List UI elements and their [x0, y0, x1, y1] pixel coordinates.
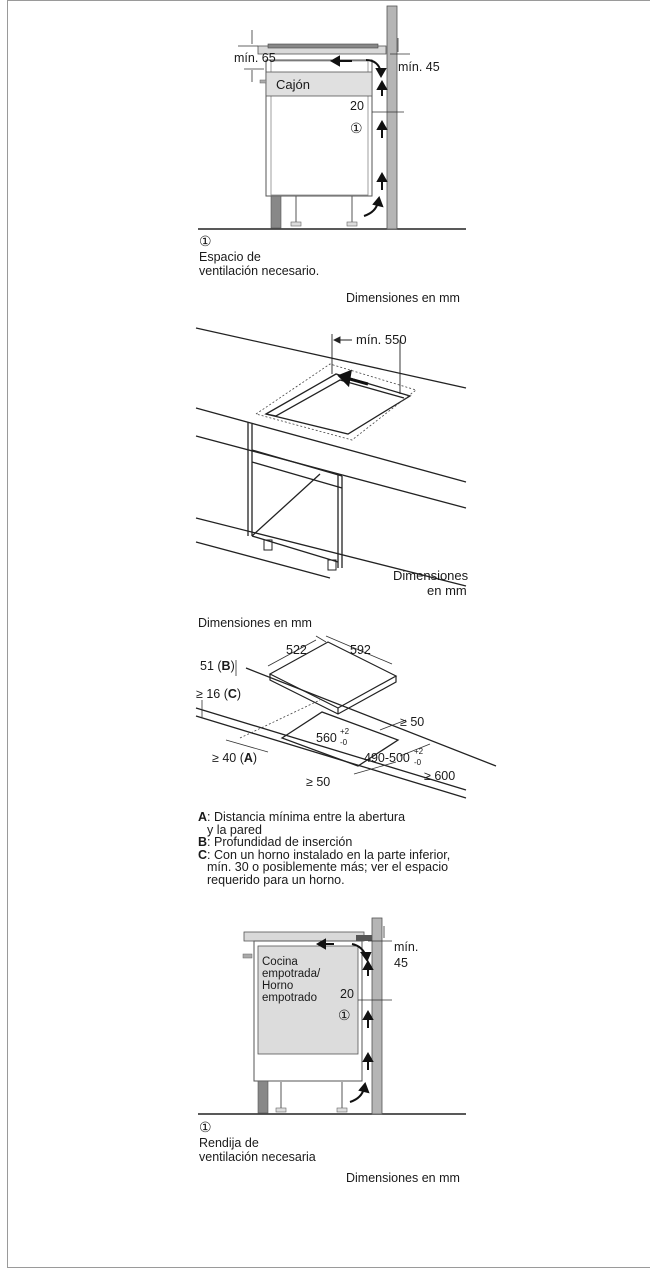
- figure-2-worktop-cutout: mín. 550: [195, 327, 467, 587]
- tolerance-560-minus: -0: [340, 738, 348, 747]
- label-560: 560: [316, 731, 337, 745]
- note-C-text-1: : Con un horno instalado en la parte inf…: [207, 847, 451, 862]
- label-min-45: mín. 45: [398, 60, 440, 74]
- label-min-65: mín. 65: [234, 51, 276, 65]
- figure-4-oven-ventilation: mín. 45 Cocina empotrada/ Horno empotrad…: [198, 917, 466, 1115]
- oven-label-line-4: empotrado: [262, 992, 317, 1004]
- label-20-oven: 20: [340, 987, 354, 1001]
- units-caption-4: Dimensiones en mm: [346, 1171, 460, 1185]
- note-A-key: A: [198, 810, 208, 824]
- label-ge-50-top: ≥ 50: [400, 715, 424, 729]
- units-caption-1: Dimensiones en mm: [346, 291, 460, 305]
- oven-label-line-2: empotrada/: [262, 968, 321, 980]
- callout-marker-oven: ①: [338, 1007, 351, 1023]
- note-C-text-3: requerido para un horno.: [207, 872, 345, 887]
- dimension-notes: A: Distancia mínima entre la abertura y …: [198, 811, 498, 886]
- label-51: 51: [200, 659, 214, 673]
- note-C-text-2: mín. 30 o posiblemente más; ver el espac…: [207, 860, 449, 874]
- note-A: A: Distancia mínima entre la abertura: [198, 811, 498, 824]
- oven-label-line-3: Horno: [262, 980, 293, 992]
- label-min-550: mín. 550: [356, 332, 407, 347]
- label-16: ≥ 16: [196, 687, 220, 701]
- label-490-500: 490-500: [364, 751, 410, 765]
- note-B: B: Profundidad de inserción: [198, 836, 498, 849]
- label-16-C: ≥ 16 (C): [196, 687, 241, 701]
- label-ge-600: ≥ 600: [424, 769, 455, 783]
- label-20: 20: [350, 99, 364, 113]
- figure-3-cutout-dimensions: 522 592 51 (B) ≥ 16 (C) ≥ 40 (A) 560 +2 …: [195, 635, 497, 799]
- note-A-text-2: y la pared: [207, 822, 262, 837]
- label-45: 45: [394, 956, 408, 970]
- callout-marker: ①: [350, 120, 363, 136]
- label-40: ≥ 40: [212, 751, 236, 765]
- note-B-key: B: [198, 835, 208, 849]
- page-border: [7, 0, 650, 1268]
- tolerance-490-minus: -0: [414, 758, 422, 767]
- legend-1-line-2: ventilación necesario.: [199, 264, 320, 278]
- legend-4-marker: ①: [199, 1119, 212, 1135]
- label-51-B: 51 (B): [200, 659, 235, 673]
- label-ge-50-bottom: ≥ 50: [306, 775, 330, 789]
- label-522: 522: [286, 643, 307, 657]
- label-A: A: [244, 751, 253, 765]
- tolerance-560-plus: +2: [340, 727, 350, 736]
- note-C: C: Con un horno instalado en la parte in…: [198, 847, 498, 862]
- label-592: 592: [350, 643, 371, 657]
- oven-label-line-1: Cocina: [262, 956, 298, 968]
- legend-1-marker: ①: [199, 233, 212, 249]
- label-drawer: Cajón: [276, 77, 310, 92]
- label-C: C: [228, 687, 237, 701]
- note-B-text: : Profundidad de inserción: [207, 835, 353, 849]
- figure-1-drawer-ventilation: mín. 65 mín. 45 Cajón 20 ①: [198, 5, 466, 230]
- legend-4-line-1: Rendija de: [199, 1136, 259, 1150]
- note-C-key: C: [198, 847, 208, 862]
- legend-4-line-2: ventilación necesaria: [199, 1150, 316, 1164]
- units-caption-2-line-1: Dimensiones: [393, 568, 469, 583]
- tolerance-490-plus: +2: [414, 747, 424, 756]
- label-min: mín.: [394, 940, 418, 954]
- label-40-A: ≥ 40 (A): [212, 751, 257, 765]
- units-caption-2-line-2: en mm: [427, 583, 467, 598]
- legend-1-line-1: Espacio de: [199, 250, 261, 264]
- label-B: B: [222, 659, 231, 673]
- units-caption-3: Dimensiones en mm: [198, 616, 312, 630]
- note-A-text-1: : Distancia mínima entre la abertura: [207, 810, 406, 824]
